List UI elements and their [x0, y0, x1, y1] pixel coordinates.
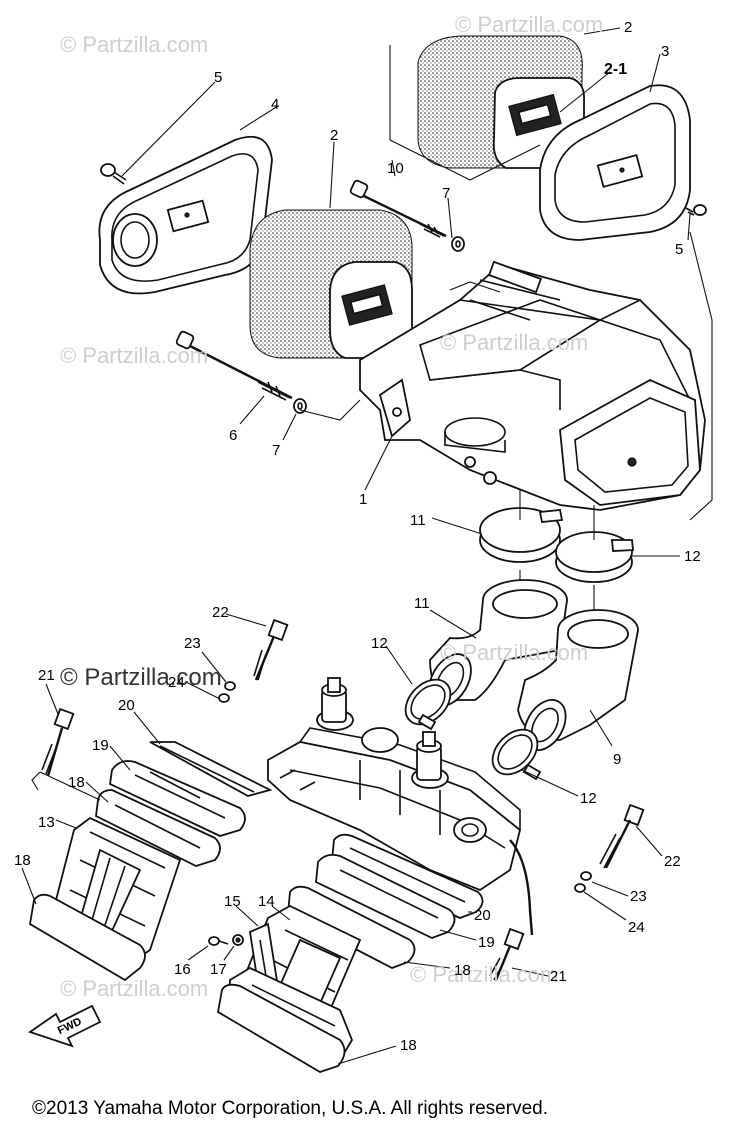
forward-arrow-icon: FWD: [28, 1004, 102, 1048]
callout-7-upper: 7: [442, 185, 451, 202]
clamp-upper: [404, 678, 452, 731]
gasket-18-left-upper: [95, 789, 221, 867]
air-cleaner-cover-right: [539, 84, 691, 241]
callout-9: 9: [613, 751, 622, 768]
washer-upper: [451, 236, 465, 252]
group-bracket-right: [689, 231, 713, 521]
carburetor-assembly: [267, 677, 534, 936]
gasket-18-right-lower: [217, 983, 346, 1073]
band-right: [555, 531, 634, 583]
watermark: © Partzilla.com: [440, 640, 589, 665]
screw-upper-right: [685, 204, 707, 216]
screw-upper-left: [100, 163, 127, 185]
callout-13: 13: [38, 814, 55, 831]
callout-12-lower: 12: [580, 790, 597, 807]
callout-14: 14: [258, 893, 275, 910]
callout-20-right: 20: [474, 907, 491, 924]
callout-17: 17: [210, 961, 227, 978]
bolt-upper: [349, 179, 447, 238]
callout-15: 15: [224, 893, 241, 910]
callout-4: 4: [271, 96, 280, 113]
watermark: © Partzilla.com: [60, 343, 209, 368]
callout-5-left: 5: [214, 69, 223, 86]
air-filter-element-center: [249, 209, 413, 359]
group-bracket-bolt: [299, 399, 361, 421]
callout-16: 16: [174, 961, 191, 978]
callout-2-1: 2-1: [604, 61, 628, 78]
callout-23-upper: 23: [184, 635, 201, 652]
callout-6: 6: [229, 427, 238, 444]
callout-7-lower: 7: [272, 442, 281, 459]
band-left: [479, 507, 564, 563]
callout-18-left-upper: 18: [68, 774, 85, 791]
callout-8: 10: [387, 160, 404, 177]
bolt-21-left: [41, 707, 75, 777]
washer-17: [232, 934, 244, 946]
watermark: © Partzilla.com: [60, 664, 222, 691]
washers-23-24-lower: [574, 871, 592, 893]
watermark: © Partzilla.com: [410, 962, 559, 987]
group-bracket-mid: [449, 281, 501, 293]
callout-24-upper: 24: [168, 674, 185, 691]
callout-11-right: 12: [684, 548, 701, 565]
leader-lines: [21, 27, 691, 1065]
callout-21-left: 21: [38, 667, 55, 684]
bolt-lower: [175, 330, 293, 401]
bolt-22-lower: [599, 803, 645, 869]
washers-23-24-upper: [218, 681, 236, 703]
callout-23-lower: 23: [630, 888, 647, 905]
callout-18-right-upper: 18: [454, 962, 471, 979]
callout-18-right-lower: 18: [400, 1037, 417, 1054]
watermark: © Partzilla.com: [455, 12, 604, 37]
callout-5-right: 5: [675, 241, 684, 258]
air-cleaner-case: [359, 260, 706, 511]
watermark: © Partzilla.com: [440, 330, 589, 355]
band-guide-lines: [519, 490, 595, 540]
callout-18-left-lower: 18: [14, 852, 31, 869]
callout-11-left: 11: [410, 512, 426, 529]
gasket-20-left: [149, 741, 273, 797]
callout-2-top: 2: [624, 19, 633, 36]
washer-lower: [293, 398, 307, 414]
callout-21-right: 21: [550, 968, 567, 985]
group-bracket-upper: [389, 45, 541, 181]
screw-16: [208, 936, 229, 946]
callout-3: 3: [661, 43, 670, 60]
watermark: © Partzilla.com: [60, 976, 209, 1001]
callout-19-left: 19: [92, 737, 109, 754]
callout-22-lower: 22: [664, 853, 681, 870]
group-bracket-left: [31, 771, 101, 801]
callout-2-center: 2: [330, 127, 339, 144]
callout-10: 11: [414, 595, 430, 612]
callout-12-upper: 12: [371, 635, 388, 652]
callout-1: 1: [359, 491, 368, 508]
reed-valve-19-left: [109, 760, 246, 837]
watermark: © Partzilla.com: [60, 32, 209, 57]
carburetor-joint-right: [517, 609, 639, 751]
carburetor-joint-left: [428, 579, 568, 707]
callout-19-right: 19: [478, 934, 495, 951]
bolt-22-upper: [253, 618, 289, 681]
gasket-20-right: [331, 833, 484, 919]
callout-20-left: 20: [118, 697, 135, 714]
clamp-lower: [491, 728, 542, 781]
callout-22-upper: 22: [212, 604, 229, 621]
bolt-21-right: [489, 927, 525, 981]
callout-24-lower: 24: [628, 919, 645, 936]
gasket-18-left-lower: [29, 893, 146, 982]
air-cleaner-cover-left: [98, 135, 273, 295]
copyright-footer: ©2013 Yamaha Motor Corporation, U.S.A. A…: [32, 1098, 548, 1119]
